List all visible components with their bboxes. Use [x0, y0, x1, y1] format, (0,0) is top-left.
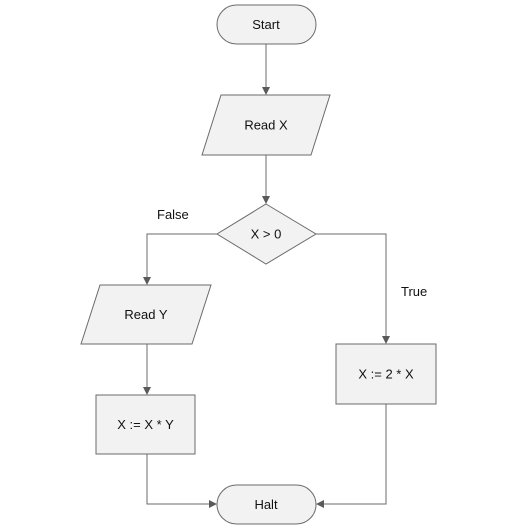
- start-node: Start: [216, 4, 317, 45]
- arrowhead-read-x-to-decision: [262, 196, 270, 204]
- connector-multiply-to-halt: [146, 454, 209, 505]
- decision-node-shape: [216, 203, 317, 265]
- start-node-shape: [216, 4, 317, 45]
- decision-node: X > 0: [216, 203, 317, 265]
- read-y-node-shape: [80, 284, 212, 345]
- halt-node-label: Halt: [254, 497, 278, 512]
- multiply-node-label: X := X * Y: [117, 417, 174, 432]
- edge-label-true: True: [401, 284, 427, 299]
- arrowhead-decision-to-double: [382, 336, 390, 344]
- double-node: X := 2 * X: [335, 343, 437, 405]
- read-x-node-label: Read X: [244, 118, 288, 133]
- multiply-node: X := X * Y: [95, 394, 196, 455]
- arrowhead-double-to-halt: [316, 500, 324, 508]
- read-x-node: Read X: [201, 94, 331, 156]
- read-y-node-label: Read Y: [124, 307, 167, 322]
- arrowhead-multiply-to-halt: [209, 500, 217, 508]
- double-node-label: X := 2 * X: [358, 367, 414, 382]
- read-x-node-shape: [201, 94, 331, 156]
- arrowhead-decision-to-read-y: [143, 277, 151, 285]
- connector-decision-to-double: [316, 233, 387, 336]
- connectors: [143, 44, 390, 508]
- multiply-node-shape: [95, 394, 196, 455]
- arrowhead-read-y-to-multiply: [143, 387, 151, 395]
- halt-node: Halt: [216, 484, 317, 525]
- connector-decision-to-read-y: [146, 233, 217, 277]
- read-y-node: Read Y: [80, 284, 212, 345]
- double-node-shape: [335, 343, 437, 405]
- start-node-label: Start: [252, 17, 280, 32]
- decision-node-label: X > 0: [251, 227, 282, 242]
- halt-node-shape: [216, 484, 317, 525]
- edge-label-false: False: [157, 207, 189, 222]
- arrowhead-start-to-read-x: [262, 87, 270, 95]
- connector-double-to-halt: [324, 404, 387, 505]
